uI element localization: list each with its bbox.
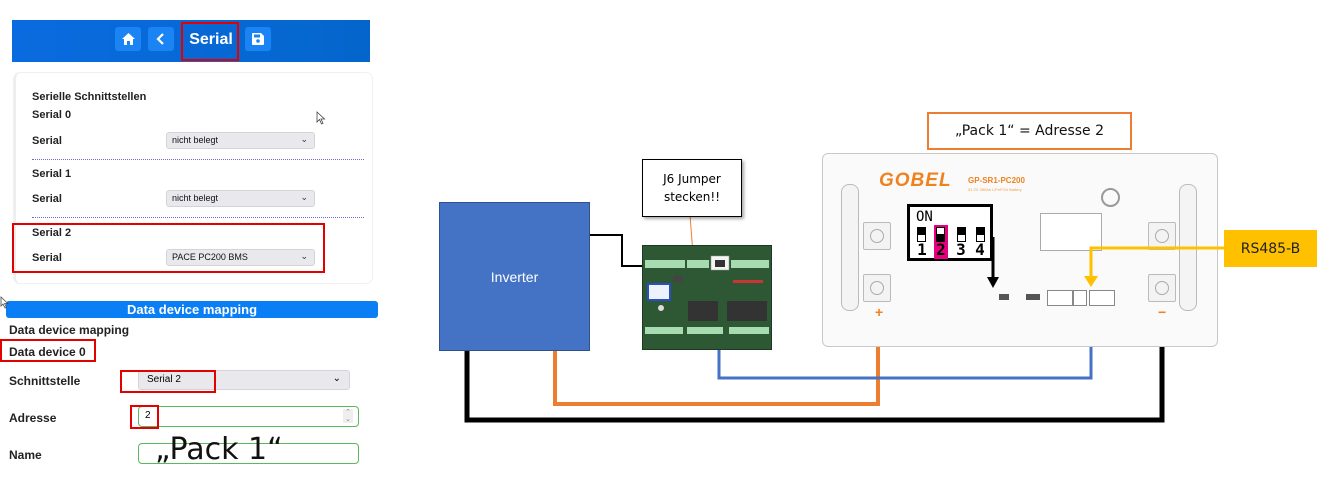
controller-board — [642, 245, 772, 350]
serial-1-select[interactable]: nicht belegt ⌄ — [166, 190, 315, 207]
battery-front-panel: GOBEL GP-SR1-PC200 51.2V 280Ah LiFePO4 B… — [822, 153, 1218, 347]
signal-wire — [590, 234, 660, 267]
callout-line-1: J6 Jumper — [663, 172, 721, 186]
serial-1-label: Serial — [32, 193, 62, 205]
model-subtitle: 51.2V 280Ah LiFePO4 Battery — [968, 187, 1022, 192]
serial-0-value: nicht belegt — [172, 135, 219, 145]
dip-number-3: 3 — [956, 240, 966, 259]
jumper-callout: J6 Jumper stecken!! — [642, 159, 742, 217]
inverter-label: Inverter — [490, 268, 539, 285]
rs485-pointer-line — [1089, 246, 1224, 280]
chevron-down-icon: ⌄ — [332, 373, 341, 384]
data-device-mapping-bar[interactable]: Data device mapping — [6, 301, 378, 318]
page-title: Serial — [189, 31, 233, 48]
serial-1-value: nicht belegt — [172, 193, 219, 203]
pack-name-annotation: „Pack 1“ — [155, 432, 283, 467]
schnittstelle-label: Schnittstelle — [9, 374, 81, 388]
serial-2-select[interactable]: PACE PC200 BMS ⌄ — [166, 249, 315, 266]
callout-line-2: stecken!! — [663, 190, 721, 204]
dip-switch-physical — [999, 294, 1009, 300]
negative-mark: − — [1158, 304, 1167, 320]
pack-address-label: „Pack 1“ = Adresse 2 — [927, 112, 1132, 150]
positive-wire — [553, 330, 880, 406]
negative-wire — [464, 330, 1165, 423]
rs232-port — [1073, 290, 1087, 306]
adresse-label: Adresse — [9, 411, 57, 425]
chevron-left-icon — [156, 33, 164, 45]
dip-switch-1 — [917, 227, 926, 242]
dip-number-4: 4 — [975, 240, 985, 259]
dip-switch-4 — [976, 227, 985, 242]
divider — [32, 217, 364, 218]
number-stepper[interactable]: ⌃⌄ — [343, 409, 353, 423]
power-button[interactable] — [1101, 188, 1120, 207]
terminal-top-left — [863, 222, 891, 250]
adresse-input[interactable]: 2 ⌃⌄ — [138, 406, 359, 427]
pcb-graphic — [645, 255, 769, 334]
mouse-cursor-icon — [316, 111, 326, 125]
serial-0-title: Serial 0 — [32, 109, 72, 121]
chevron-down-icon: ⌄ — [300, 134, 308, 144]
battery-display — [1040, 213, 1102, 251]
device-title: Data device 0 — [9, 345, 86, 359]
inverter-box: Inverter — [439, 202, 590, 351]
schnittstelle-select[interactable]: Serial 2 ⌄ — [138, 370, 350, 390]
divider — [32, 159, 364, 160]
positive-mark: + — [875, 304, 884, 320]
dip-pointer-arrowhead — [987, 277, 999, 288]
mouse-cursor-icon — [0, 296, 9, 309]
terminal-bottom-right — [1148, 274, 1176, 302]
top-navigation-bar: Serial — [12, 20, 370, 62]
rs485-pointer-arrowhead — [1084, 276, 1098, 287]
left-handle — [841, 184, 859, 311]
can-port — [1047, 290, 1073, 306]
dip-on-label: ON — [916, 209, 933, 225]
terminal-bottom-left — [863, 274, 891, 302]
model-label: GP-SR1-PC200 — [968, 176, 1025, 185]
name-input[interactable] — [138, 443, 359, 464]
rs485-port — [1089, 290, 1115, 306]
dip-switch-3 — [957, 227, 966, 242]
address-port — [1026, 294, 1040, 300]
brand-logo: GOBEL — [879, 170, 952, 191]
serial-1-title: Serial 1 — [32, 168, 72, 180]
dip-number-1: 1 — [917, 240, 927, 259]
chevron-down-icon: ⌄ — [300, 251, 308, 261]
home-icon — [121, 33, 135, 45]
dip-number-2: 2 — [936, 240, 946, 259]
chevron-down-icon: ⌄ — [300, 192, 308, 202]
serial-2-value: PACE PC200 BMS — [172, 252, 248, 262]
rs485-label: RS485-B — [1224, 230, 1317, 267]
schnittstelle-value: Serial 2 — [147, 374, 181, 385]
floppy-disk-icon — [252, 33, 264, 45]
dip-switch-detail: ON 1 2 3 4 — [907, 204, 993, 261]
back-button[interactable] — [148, 27, 174, 51]
save-button[interactable] — [245, 27, 271, 51]
name-label: Name — [9, 448, 42, 462]
adresse-value: 2 — [145, 410, 151, 421]
serial-0-label: Serial — [32, 135, 62, 147]
section-title: Data device mapping — [9, 323, 130, 337]
serial-card: Serielle Schnittstellen Serial 0 Serial … — [14, 73, 372, 283]
serial-2-label: Serial — [32, 252, 62, 264]
serial-0-select[interactable]: nicht belegt ⌄ — [166, 132, 315, 149]
terminal-top-right — [1148, 222, 1176, 250]
serial-2-title: Serial 2 — [32, 227, 72, 239]
serial-card-heading: Serielle Schnittstellen — [32, 91, 147, 103]
dip-switch-2 — [936, 227, 945, 242]
home-button[interactable] — [115, 27, 141, 51]
